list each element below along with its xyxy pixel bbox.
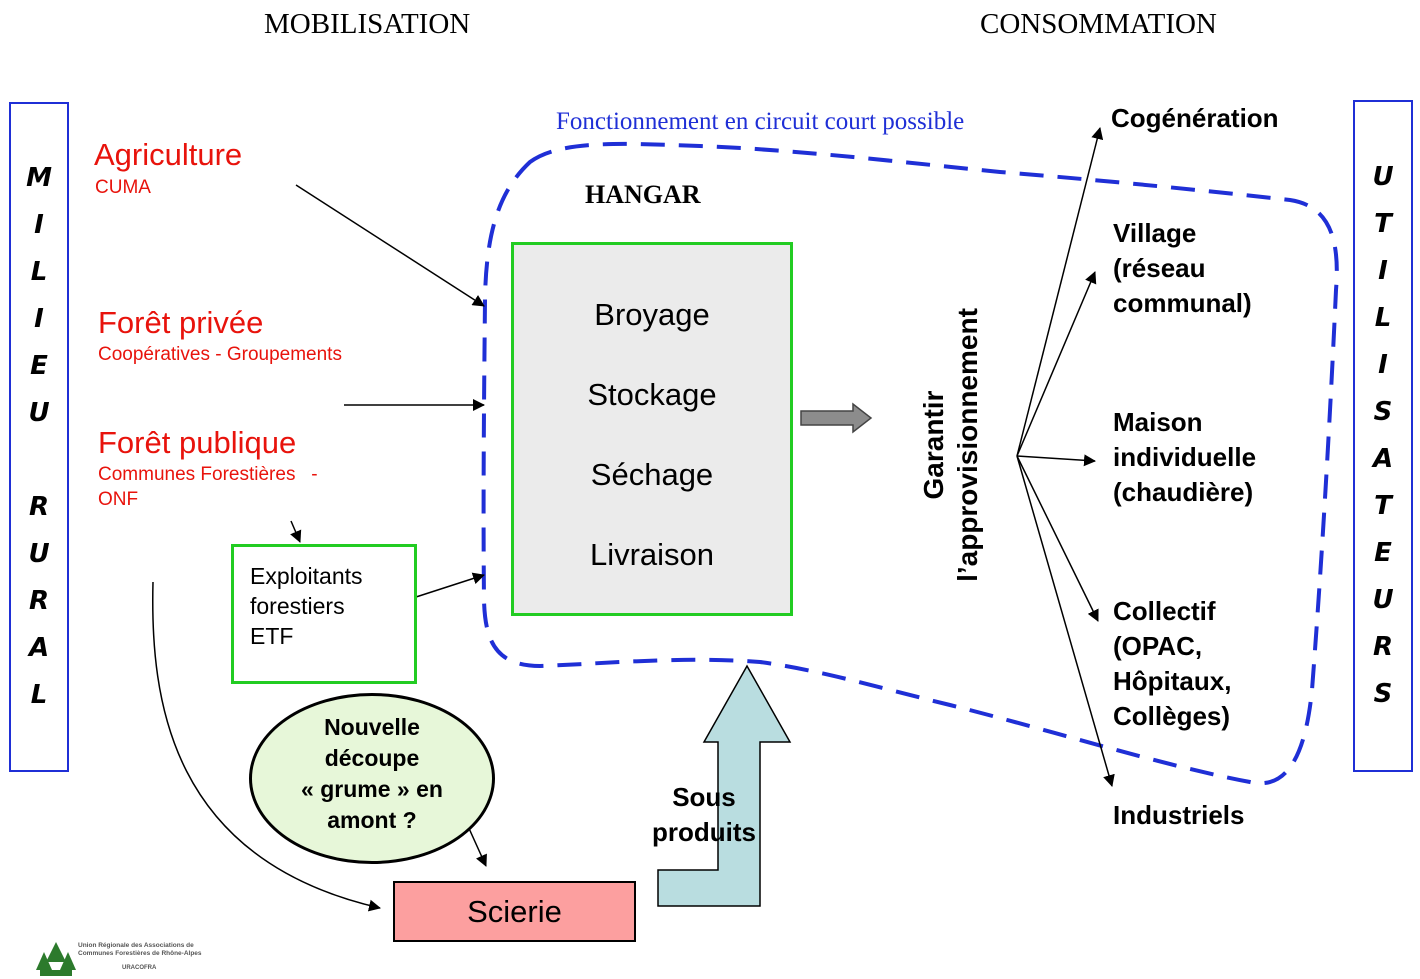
step-livraison: Livraison (589, 537, 715, 572)
target-line: Collectif (1113, 596, 1216, 626)
target-village: Village (réseau communal) (1113, 216, 1252, 321)
logo-acronym: URACOFRA (122, 965, 157, 971)
scierie-box: Scierie (393, 881, 636, 942)
arrow-collectif (1016, 455, 1099, 622)
scierie-label: Scierie (467, 893, 562, 929)
target-maison: Maison individuelle (chaudière) (1113, 405, 1256, 510)
vletter: S (1373, 679, 1393, 709)
decoupe-line: « grume » en (301, 776, 443, 802)
source-foret-publique-subtitle-2: ONF (98, 489, 139, 510)
source-agriculture-title: Agriculture (94, 137, 243, 172)
arrow-agriculture (295, 184, 485, 307)
milieu-rural-label: M I L I E U R U R A L (9, 102, 69, 772)
vletter: E (1374, 538, 1392, 568)
arrow-maison (1016, 454, 1096, 467)
header-mobilisation: MOBILISATION (264, 8, 471, 40)
target-line: Maison (1113, 407, 1203, 437)
step-stockage: Stockage (587, 377, 717, 412)
target-line: Hôpitaux, (1113, 666, 1232, 696)
source-foret-privee-subtitle: Coopératives - Groupements (98, 344, 342, 365)
vletter: L (1374, 303, 1392, 333)
vletter: M (26, 163, 52, 193)
target-line: (réseau (1113, 253, 1206, 283)
vletter: R (1372, 632, 1394, 662)
arrow-industriels (1016, 455, 1115, 787)
uracofra-logo: Union Régionale des Associations de Comm… (36, 938, 236, 978)
step-broyage: Broyage (594, 297, 710, 332)
vletter: T (1374, 209, 1392, 239)
source-agriculture-subtitle: CUMA (95, 177, 151, 198)
arrow-cogeneration (1016, 127, 1104, 457)
vletter: R (28, 586, 50, 616)
logo-line2: Communes Forestières de Rhône-Alpes (78, 950, 202, 957)
arrow-rural-scierie (152, 581, 381, 912)
arrow-foret-publique (290, 520, 302, 543)
vletter: U (28, 539, 50, 569)
decoupe-line: découpe (324, 745, 420, 771)
exploitants-line: Exploitants (250, 563, 363, 589)
arrow-hangar-out (800, 402, 873, 434)
hangar-title: HANGAR (585, 180, 701, 209)
vletter: I (1378, 350, 1388, 380)
source-foret-privee-title: Forêt privée (98, 305, 264, 340)
vletter: R (28, 492, 50, 522)
arrow-exploitants (415, 572, 485, 598)
hangar-box: Broyage Stockage Séchage Livraison (511, 242, 793, 616)
target-collectif: Collectif (OPAC, Hôpitaux, Collèges) (1113, 594, 1231, 734)
exploitants-line: ETF (250, 623, 294, 649)
target-line: Village (1113, 218, 1197, 248)
vletter: U (1372, 585, 1394, 615)
target-industriels: Industriels (1113, 800, 1245, 830)
guarantee-line1: Garantir (918, 390, 949, 500)
header-consommation: CONSOMMATION (980, 8, 1217, 40)
target-line: individuelle (1113, 442, 1257, 472)
sous-produits-label: Sous produits (640, 780, 768, 850)
decoupe-line: amont ? (327, 807, 417, 833)
vletter: I (34, 304, 44, 334)
arrow-village (1016, 271, 1097, 457)
target-line: Collèges) (1113, 701, 1231, 731)
vletter: L (30, 257, 48, 287)
target-cogeneration: Cogénération (1111, 103, 1279, 133)
target-line: (OPAC, (1113, 631, 1203, 661)
arrow-sous-produits (657, 664, 792, 907)
vletter: L (30, 680, 48, 710)
vletter: E (30, 351, 48, 381)
step-sechage: Séchage (590, 457, 714, 492)
logo-line1: Union Régionale des Associations de (78, 942, 194, 949)
circuit-boundary (481, 141, 1339, 786)
vletter: I (34, 210, 44, 240)
circuit-note: Fonctionnement en circuit court possible (556, 108, 965, 135)
source-foret-publique-title: Forêt publique (98, 425, 297, 460)
vletter: I (1378, 256, 1388, 286)
target-line: (chaudière) (1113, 477, 1254, 507)
guarantee-line2: l’approvisionnement (952, 308, 983, 582)
source-foret-publique-subtitle: Communes Forestières - (98, 464, 318, 485)
vletter: U (28, 398, 50, 428)
sous-produits-line: produits (652, 817, 756, 847)
decoupe-line: Nouvelle (324, 714, 420, 740)
exploitants-box: Exploitants forestiers ETF (231, 544, 417, 684)
utilisateurs-label: U T I L I S A T E U R S (1353, 100, 1413, 772)
exploitants-line: forestiers (250, 593, 345, 619)
vletter: A (1372, 444, 1394, 474)
sous-produits-line: Sous (672, 782, 736, 812)
vletter: T (1374, 491, 1392, 521)
forest-logo-icon (36, 942, 76, 976)
vletter: A (28, 633, 50, 663)
vletter: U (1372, 162, 1394, 192)
decoupe-ellipse: Nouvelle découpe « grume » en amont ? (249, 693, 495, 864)
target-line: communal) (1113, 288, 1252, 318)
vletter: S (1373, 397, 1393, 427)
